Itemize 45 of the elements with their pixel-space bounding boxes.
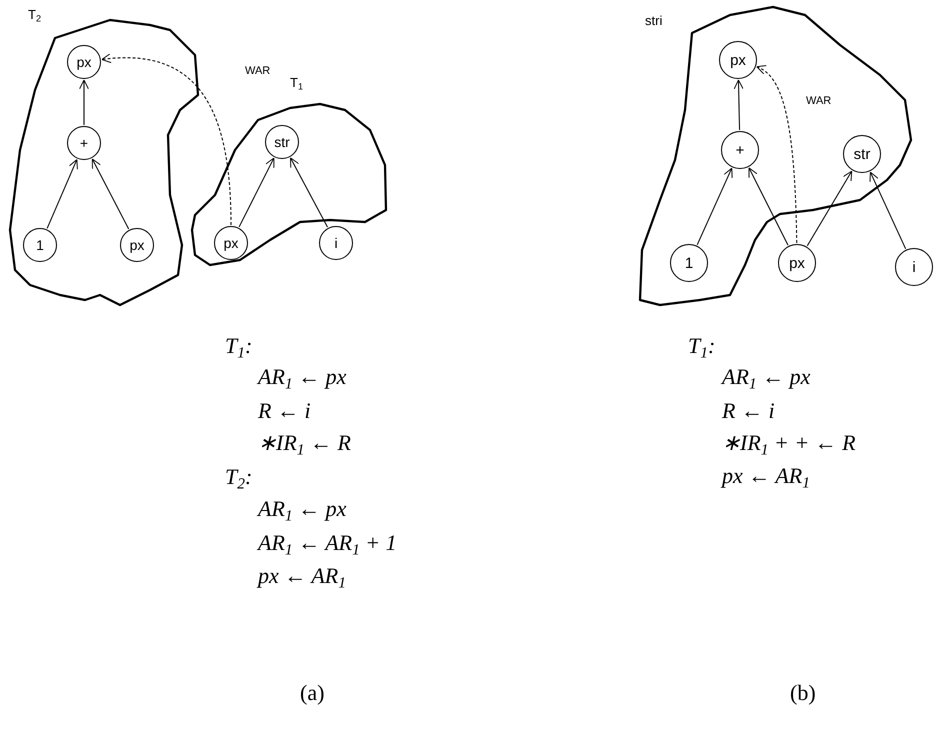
code-line: T$_{1}$: bbox=[688, 335, 716, 357]
operand-circle: str bbox=[843, 135, 881, 173]
operand-circle: i bbox=[319, 226, 353, 260]
dependency-arrow bbox=[101, 54, 232, 226]
code-line: AR$_{1}$ ← px bbox=[258, 366, 346, 388]
operand-circle: px bbox=[120, 228, 154, 262]
panel-label: (a) bbox=[300, 682, 324, 704]
operand-circle: 1 bbox=[23, 228, 57, 262]
arrow bbox=[748, 167, 788, 246]
arrow bbox=[238, 158, 274, 228]
arrow bbox=[870, 172, 906, 250]
arrow bbox=[92, 158, 130, 230]
arrow bbox=[79, 80, 89, 126]
edge-label: WAR bbox=[805, 96, 832, 107]
code-line: T$_{1}$: bbox=[225, 335, 252, 357]
code-line: R ← i bbox=[258, 400, 311, 422]
region-label: T$_{2}$ bbox=[28, 8, 42, 21]
operand-circle: px bbox=[719, 41, 757, 79]
code-line: AR$_{1}$ ← px bbox=[258, 498, 346, 520]
code-line: AR$_{1}$ ← px bbox=[722, 366, 810, 388]
arrow bbox=[696, 168, 733, 246]
operand-circle: px bbox=[214, 226, 248, 260]
arrow bbox=[734, 80, 744, 130]
arrow bbox=[290, 157, 328, 228]
arrow bbox=[46, 159, 78, 229]
dependency-arrow bbox=[756, 66, 798, 244]
operand-circle: i bbox=[895, 248, 933, 286]
operand-circle: 1 bbox=[670, 244, 708, 282]
code-line: px ← AR$_{1}$ bbox=[722, 465, 810, 487]
operand-circle: + bbox=[721, 131, 759, 169]
operand-circle: px bbox=[67, 45, 101, 79]
operand-circle: px bbox=[778, 244, 816, 282]
region-label: stri bbox=[645, 14, 662, 27]
code-line: ∗IR$_{1}$ + + ← R bbox=[722, 432, 856, 454]
code-line: T$_{2}$: bbox=[225, 466, 252, 488]
code-line: AR$_{1}$ ← AR$_{1}$ + 1 bbox=[258, 532, 397, 554]
code-line: px ← AR$_{1}$ bbox=[258, 565, 346, 587]
region-label: T$_{1}$ bbox=[290, 76, 304, 89]
operand-circle: + bbox=[67, 126, 101, 160]
code-line: ∗IR$_{1}$ ← R bbox=[258, 432, 351, 454]
operand-circle: str bbox=[265, 125, 299, 159]
arrow bbox=[806, 170, 852, 246]
code-line: R ← i bbox=[722, 400, 775, 422]
edge-label: WAR bbox=[244, 66, 272, 77]
panel-label: (b) bbox=[790, 682, 816, 704]
